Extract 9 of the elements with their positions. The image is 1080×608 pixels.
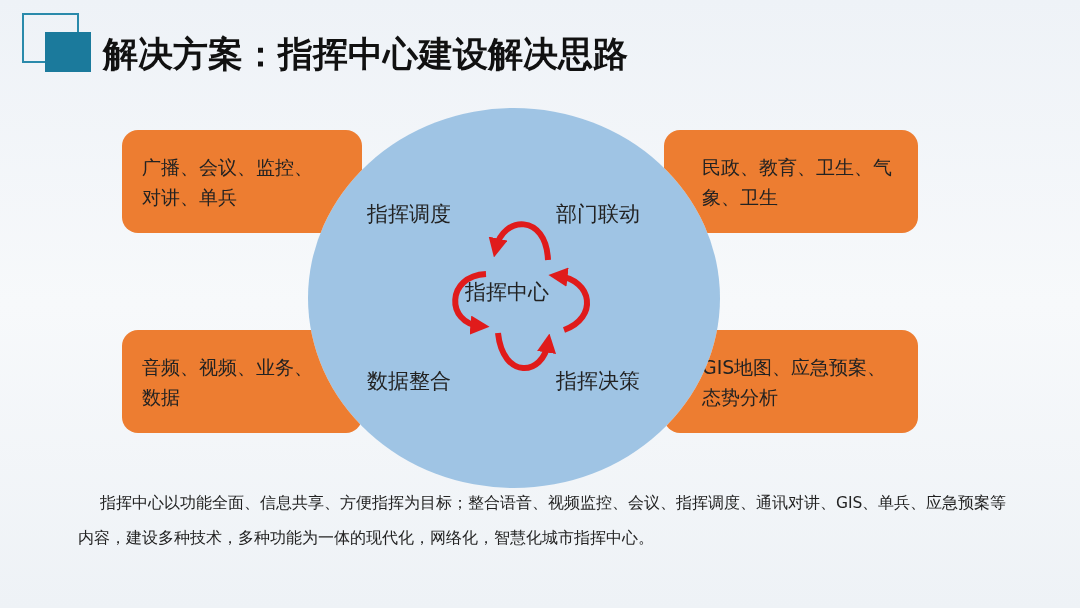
- center-label: 指挥中心: [465, 279, 549, 306]
- category-box: 民政、教育、卫生、气象、卫生: [664, 130, 918, 233]
- title: 解决方案：指挥中心建设解决思路: [103, 33, 628, 76]
- function-label: 数据整合: [367, 368, 451, 395]
- function-label: 指挥决策: [556, 368, 640, 395]
- function-label: 部门联动: [556, 201, 640, 228]
- description-paragraph: 指挥中心以功能全面、信息共享、方便指挥为目标；整合语音、视频监控、会议、指挥调度、通讯对讲、GIS、单兵、应急预案等内容，建设多种技术，多种功能为一体的现代化，网络化，智慧化城市指挥中心。: [78, 493, 1008, 549]
- category-box: 广播、会议、监控、对讲、单兵: [122, 130, 362, 233]
- function-label: 指挥调度: [367, 201, 451, 228]
